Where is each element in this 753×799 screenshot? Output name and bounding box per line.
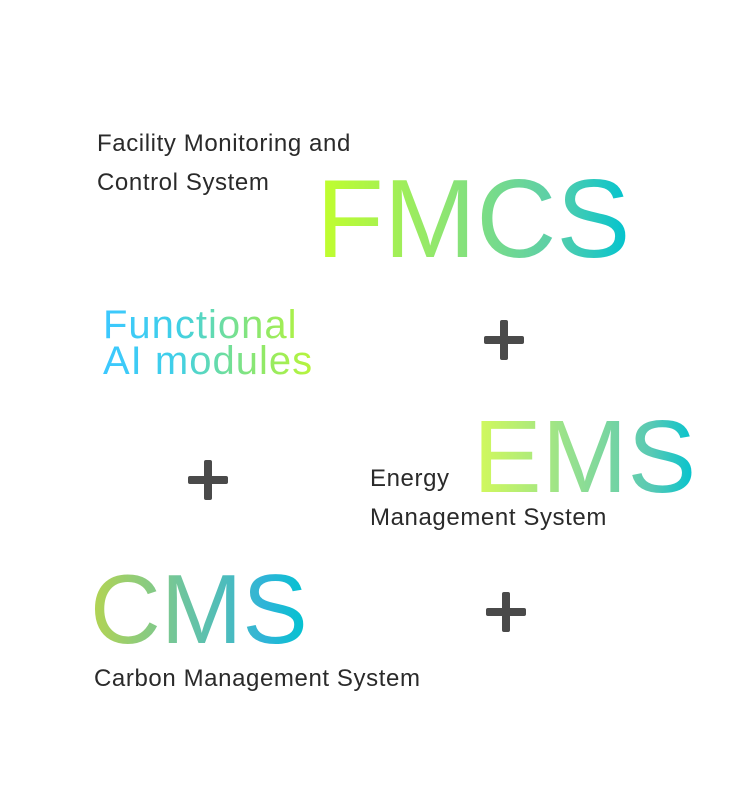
ems-description-line2: Management System [370, 504, 607, 531]
ems-acronym: EMS [473, 399, 697, 514]
fmcs-acronym: FMCS [316, 157, 631, 281]
fmcs-description: Facility Monitoring and Control System [97, 124, 351, 202]
cms-acronym: CMS [90, 554, 308, 664]
ems-description-line1: Energy [370, 465, 450, 492]
fmcs-description-line2: Control System [97, 169, 270, 196]
plus-icon [484, 320, 524, 360]
ems-description: Energy Management System [370, 459, 607, 537]
ai-modules-title: Functional AI modules [103, 303, 314, 383]
ai-modules-line2: AI modules [103, 339, 314, 383]
cms-description: Carbon Management System [94, 665, 421, 692]
plus-icon [486, 592, 526, 632]
plus-icon [188, 460, 228, 500]
ai-modules-line1: Functional [103, 303, 298, 347]
fmcs-description-line1: Facility Monitoring and [97, 130, 351, 157]
